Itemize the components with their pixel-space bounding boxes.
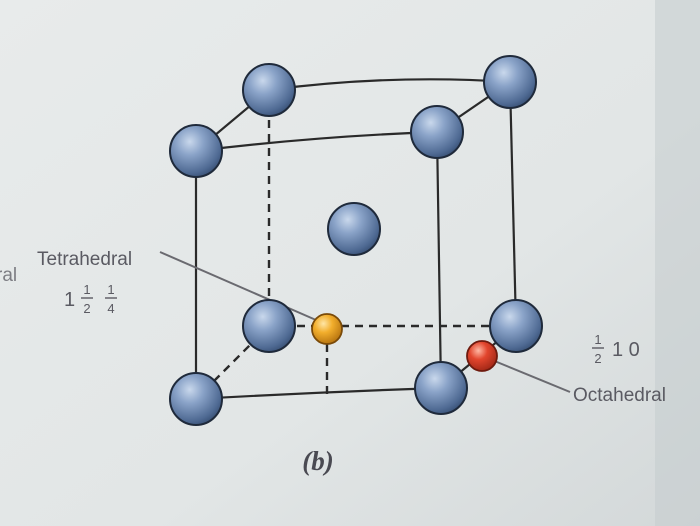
atom-front-top-left <box>169 124 223 178</box>
partial-label: ral <box>0 265 17 286</box>
tetrahedral-site-atom <box>311 313 343 345</box>
octahedral-coord-rest: 1 0 <box>612 339 640 361</box>
atom-back-bottom-left <box>242 299 296 353</box>
atom-back-top-left <box>242 63 296 117</box>
tetrahedral-coord-whole: 1 <box>64 289 75 311</box>
tetrahedral-frac2-den: 4 <box>107 301 114 316</box>
atom-front-bottom-right <box>414 361 468 415</box>
page-edge-shadow <box>655 0 700 526</box>
tetrahedral-label: Tetrahedral <box>37 249 132 270</box>
host-atoms <box>169 55 543 426</box>
tetrahedral-frac1-den: 2 <box>83 301 90 316</box>
tetrahedral-frac2-num: 1 <box>107 282 114 297</box>
octahedral-frac-den: 2 <box>594 351 601 366</box>
atom-back-top-right <box>483 55 537 109</box>
atom-body-center <box>327 202 381 256</box>
tetrahedral-coordinates: 1 1 2 1 4 <box>64 282 117 316</box>
atom-front-top-right <box>410 105 464 159</box>
tetrahedral-leader-line <box>159 251 317 321</box>
leader-lines <box>159 251 571 393</box>
octahedral-label: Octahedral <box>573 385 666 406</box>
tetrahedral-frac1-num: 1 <box>83 282 90 297</box>
octahedral-coordinates: 1 2 1 0 <box>592 332 640 366</box>
atom-front-bottom-left <box>169 372 223 426</box>
octahedral-site-atom <box>466 340 498 372</box>
figure-caption: (b) <box>302 446 333 476</box>
octahedral-leader-line <box>491 359 571 393</box>
octahedral-frac-num: 1 <box>594 332 601 347</box>
atom-back-bottom-right <box>489 299 543 353</box>
